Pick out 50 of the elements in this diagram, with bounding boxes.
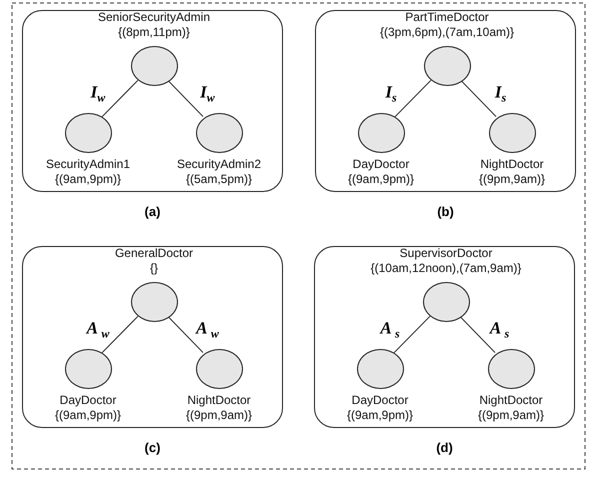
role-name: PartTimeDoctor: [405, 10, 489, 24]
tree-edge: [167, 316, 204, 354]
role-name: NightDoctor: [479, 393, 543, 407]
time-interval: {(9am,9pm)}: [348, 172, 414, 186]
tree-node-circle: [422, 282, 470, 322]
time-interval: {(5am,5pm)}: [186, 172, 252, 186]
tree-node-circle: [356, 349, 404, 389]
tree-node-circle: [424, 46, 470, 86]
panel-box: [22, 10, 283, 192]
role-name: SecurityAdmin1: [46, 157, 130, 171]
tree-node-circle: [196, 349, 242, 389]
time-interval: {(9am,9pm)}: [54, 172, 122, 186]
time-interval: {(9am,9pm)}: [346, 408, 414, 422]
role-name: SecurityAdmin2: [176, 157, 262, 171]
time-interval: {(8pm,11pm)}: [118, 25, 190, 39]
tree-edge: [394, 316, 430, 354]
tree-edge: [394, 80, 432, 118]
tree-node-circle: [488, 113, 536, 153]
tree-node-circle: [358, 113, 404, 153]
role-name: NightDoctor: [187, 393, 251, 407]
tree-edge: [459, 316, 496, 354]
panel-caption: (d): [436, 440, 453, 455]
tree-edge: [102, 80, 138, 118]
tree-edge: [102, 316, 138, 354]
tree-node-circle: [64, 113, 112, 153]
role-name: SeniorSecurityAdmin: [98, 10, 210, 24]
time-interval: {}: [150, 261, 158, 275]
time-interval: {(3pm,6pm),(7am,10am)}: [380, 25, 514, 39]
role-name: DayDoctor: [352, 157, 410, 171]
panel-caption: (b): [437, 204, 454, 219]
tree-node-circle: [130, 46, 178, 86]
role-name: GeneralDoctor: [114, 246, 194, 260]
role-name: NightDoctor: [480, 157, 544, 171]
tree-node-circle: [488, 349, 534, 389]
tree-node-circle: [196, 113, 242, 153]
role-name: SupervisorDoctor: [400, 246, 492, 260]
panel-caption: (a): [144, 204, 160, 219]
panel-caption: (c): [144, 440, 160, 455]
panel-box: [315, 10, 576, 192]
tree-node-circle: [64, 349, 112, 389]
time-interval: {(9pm,9am)}: [186, 408, 252, 422]
time-interval: {(9pm,9am)}: [478, 408, 544, 422]
tree-edge: [167, 80, 204, 118]
time-interval: {(9pm,9am)}: [478, 172, 546, 186]
role-name: DayDoctor: [352, 393, 408, 407]
time-interval: {(10am,12noon),(7am,9am)}: [370, 261, 522, 275]
time-interval: {(9am,9pm)}: [54, 408, 122, 422]
tree-node-circle: [130, 282, 178, 322]
role-name: DayDoctor: [60, 393, 116, 407]
tree-edge: [460, 80, 497, 118]
